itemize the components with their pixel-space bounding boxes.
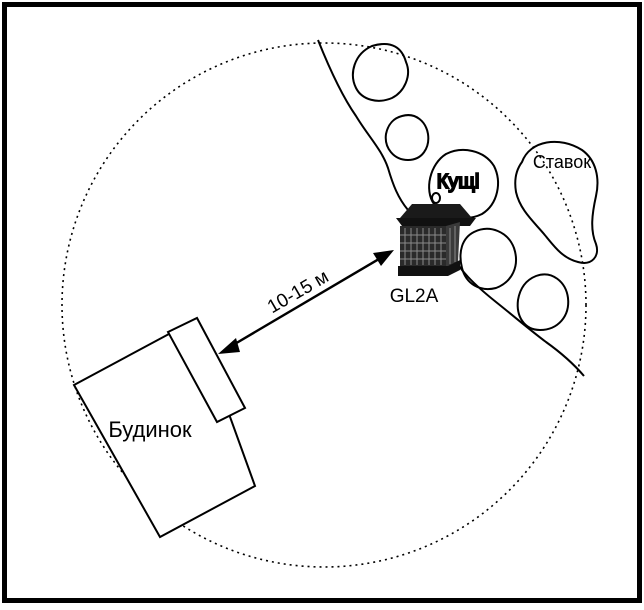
bush-3 bbox=[428, 149, 499, 220]
distance-arrow: 10-15 м bbox=[218, 250, 394, 354]
device-hanging-ring bbox=[431, 192, 441, 204]
bush-1 bbox=[352, 43, 410, 102]
garden-edge-lower bbox=[445, 244, 585, 377]
bush-2 bbox=[384, 114, 430, 162]
house: Будинок bbox=[72, 316, 257, 539]
garden-edge-lines bbox=[317, 39, 585, 377]
bush-5 bbox=[516, 273, 570, 332]
device-grid bbox=[400, 226, 456, 265]
bush-4 bbox=[459, 227, 517, 290]
coverage-radius-circle bbox=[61, 42, 587, 568]
arrow-head-house bbox=[218, 338, 240, 354]
bushes-label: Кущі bbox=[437, 171, 480, 193]
pond-outline bbox=[514, 141, 599, 264]
pond: Ставок bbox=[514, 141, 599, 264]
device-roof-rim bbox=[396, 218, 476, 226]
house-annex bbox=[166, 316, 247, 424]
house-label: Будинок bbox=[108, 417, 192, 442]
arrow-head-device bbox=[373, 250, 394, 266]
garden-edge-upper bbox=[317, 39, 409, 211]
device-base bbox=[398, 260, 460, 276]
gl2a-device: GL2A bbox=[390, 192, 476, 307]
device-roof bbox=[400, 204, 472, 218]
device-label: GL2A bbox=[390, 286, 439, 307]
diagram-frame bbox=[2, 2, 642, 603]
bushes-group: Кущі bbox=[352, 43, 570, 332]
pond-label: Ставок bbox=[533, 152, 591, 172]
